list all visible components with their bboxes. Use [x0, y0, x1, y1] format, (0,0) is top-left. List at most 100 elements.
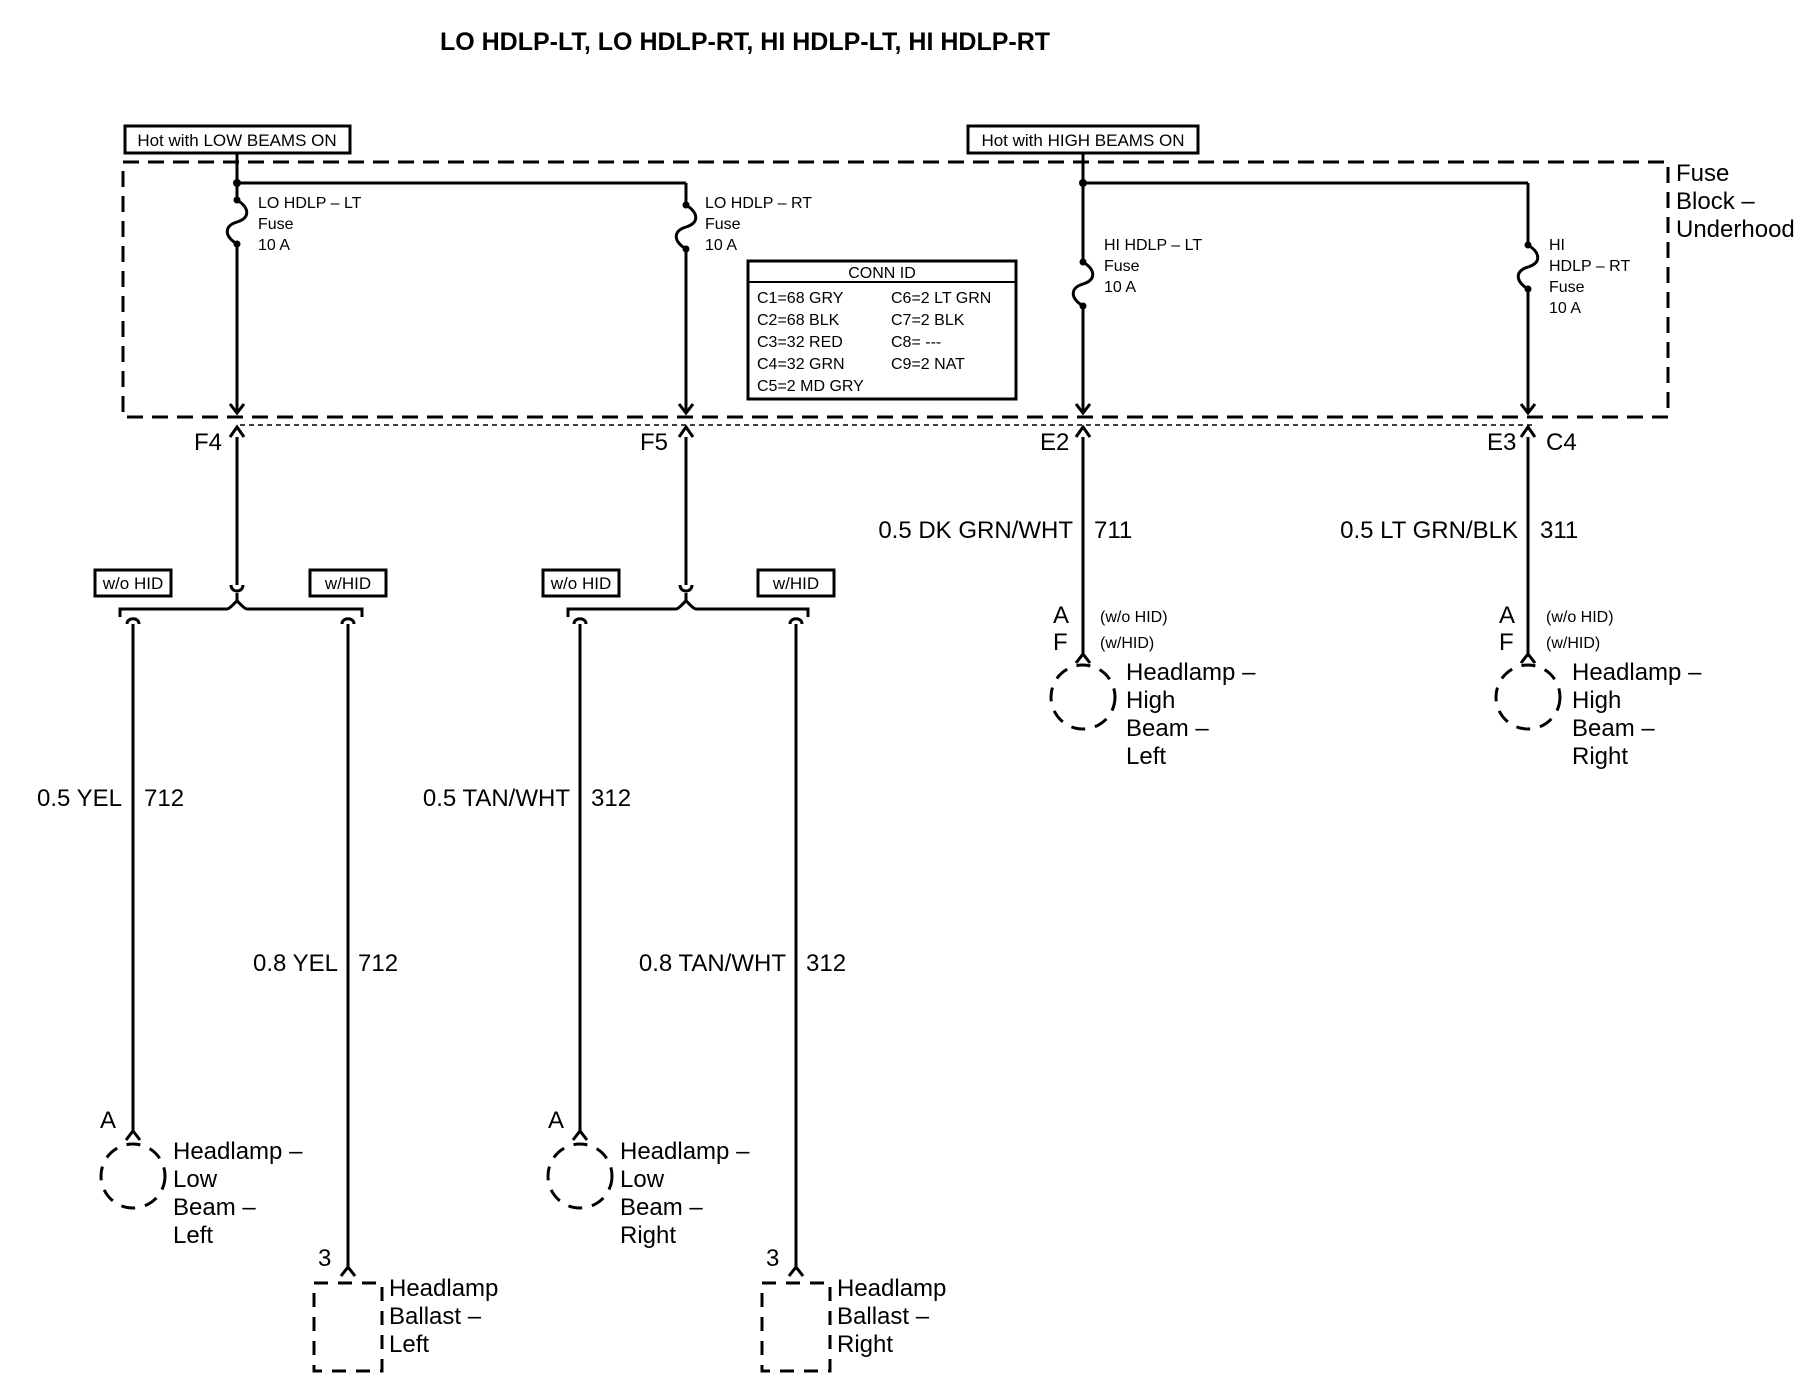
- terminal-e2: E2: [1040, 429, 1069, 456]
- ballast-right-icon: [760, 1281, 832, 1373]
- option-w-hid-hi-right: (w/HID): [1546, 635, 1600, 652]
- fuse-1-label-2: Fuse: [258, 216, 294, 233]
- terminal-connectors: [228, 424, 1537, 438]
- ballast-left-label-3: Left: [389, 1331, 429, 1358]
- fuse-4-label-1: HI: [1549, 237, 1565, 254]
- option-break: [340, 617, 356, 625]
- headlamp-high-right-icon: [1494, 663, 1562, 731]
- fuse-2-label-2: Fuse: [705, 216, 741, 233]
- fuse-2-label-3: 10 A: [705, 237, 737, 254]
- fuse-lo-hdlp-lt: [225, 183, 249, 416]
- fuse-1-label-3: 10 A: [258, 237, 290, 254]
- conn-id-c8: C8= ---: [891, 334, 941, 351]
- option-wo-hid-left: w/o HID: [102, 574, 163, 593]
- fuse-block-label-1: Fuse: [1676, 160, 1729, 187]
- pin-connector: [1074, 651, 1092, 664]
- headlamp-low-left-icon: [99, 1142, 167, 1210]
- ballast-right-label-1: Headlamp: [837, 1275, 946, 1302]
- wire-312-w-circuit: 312: [806, 950, 846, 977]
- wire-312-w-gauge: 0.8 TAN/WHT: [639, 950, 786, 977]
- headlamp-low-left-label-3: Beam –: [173, 1194, 256, 1221]
- wire-712-w-gauge: 0.8 YEL: [253, 950, 338, 977]
- option-break: [678, 584, 694, 593]
- option-w-hid-right: w/HID: [772, 574, 819, 593]
- conn-id-c9: C9=2 NAT: [891, 356, 965, 373]
- conn-id-c3: C3=32 RED: [757, 334, 843, 351]
- headlamp-high-left-label-2: High: [1126, 687, 1175, 714]
- option-w-hid-hi-left: (w/HID): [1100, 635, 1154, 652]
- pin-a-hi-left: A: [1053, 602, 1069, 629]
- option-break: [788, 617, 804, 625]
- ballast-left-icon: [312, 1281, 384, 1373]
- fuse-hi-hdlp-rt: [1516, 241, 1540, 416]
- fuse-hi-hdlp-lt: [1071, 183, 1095, 416]
- headlamp-high-left-icon: [1049, 663, 1117, 731]
- option-w-hid-left-box: [308, 568, 388, 598]
- headlamp-low-left-label-1: Headlamp –: [173, 1138, 303, 1165]
- wire-712-w-circuit: 712: [358, 950, 398, 977]
- terminal-f5: F5: [640, 429, 668, 456]
- option-w-hid-right-box: [756, 568, 836, 598]
- headlamp-high-left-label-3: Beam –: [1126, 715, 1209, 742]
- wire-711-gauge: 0.5 DK GRN/WHT: [878, 517, 1073, 544]
- option-bracket-left: [118, 599, 364, 617]
- wire-311-circuit: 311: [1540, 517, 1578, 544]
- wire-312-wo-circuit: 312: [591, 785, 631, 812]
- wire-312-wo-gauge: 0.5 TAN/WHT: [423, 785, 570, 812]
- headlamp-low-left-label-2: Low: [173, 1166, 218, 1193]
- wire-712-wo-gauge: 0.5 YEL: [37, 785, 122, 812]
- pin-f-hi-right: F: [1499, 629, 1514, 656]
- headlamp-low-right-label-1: Headlamp –: [620, 1138, 750, 1165]
- ballast-right-label-3: Right: [837, 1331, 893, 1358]
- pin-a-lo-left: A: [100, 1107, 116, 1134]
- fuse-1-label-1: LO HDLP – LT: [258, 195, 362, 212]
- pin-3-ballast-right: 3: [766, 1245, 779, 1272]
- headlamp-low-right-icon: [546, 1142, 614, 1210]
- pin-a-hi-right: A: [1499, 602, 1515, 629]
- pin-3-ballast-left: 3: [318, 1245, 331, 1272]
- fuse-block-label-2: Block –: [1676, 188, 1755, 215]
- fuse-lo-hdlp-rt: [674, 201, 698, 416]
- option-w-hid-left: w/HID: [324, 574, 371, 593]
- conn-id-c4: C4=32 GRN: [757, 356, 845, 373]
- fuse-block-label-3: Underhood: [1676, 216, 1795, 243]
- headlamp-high-left-label-4: Left: [1126, 743, 1166, 770]
- headlamp-low-right-label-2: Low: [620, 1166, 665, 1193]
- terminal-e3: E3: [1487, 429, 1516, 456]
- fuse-3-label-3: 10 A: [1104, 279, 1136, 296]
- option-bracket-right: [566, 599, 810, 617]
- fuse-2-label-1: LO HDLP – RT: [705, 195, 812, 212]
- wire-311-gauge: 0.5 LT GRN/BLK: [1340, 517, 1518, 544]
- option-break: [229, 584, 245, 593]
- conn-id-c1: C1=68 GRY: [757, 290, 844, 307]
- headlamp-low-right-label-3: Beam –: [620, 1194, 703, 1221]
- option-wo-hid-hi-right: (w/o HID): [1546, 609, 1614, 626]
- fuse-4-label-2: HDLP – RT: [1549, 258, 1630, 275]
- wire-712-wo-circuit: 712: [144, 785, 184, 812]
- power-label-high: Hot with HIGH BEAMS ON: [981, 131, 1184, 150]
- pin-a-lo-right: A: [548, 1107, 564, 1134]
- headlamp-high-right-label-1: Headlamp –: [1572, 659, 1702, 686]
- ballast-right-label-2: Ballast –: [837, 1303, 930, 1330]
- headlamp-high-right-label-4: Right: [1572, 743, 1628, 770]
- pin-connector: [571, 1128, 589, 1141]
- option-break: [125, 617, 141, 625]
- wire-711-circuit: 711: [1094, 517, 1132, 544]
- pin-connector: [787, 1264, 805, 1277]
- conn-id-c2: C2=68 BLK: [757, 312, 840, 329]
- fuse-4-label-4: 10 A: [1549, 300, 1581, 317]
- fuse-3-label-2: Fuse: [1104, 258, 1140, 275]
- conn-id-c7: C7=2 BLK: [891, 312, 965, 329]
- option-wo-hid-left-box: [93, 568, 173, 598]
- option-wo-hid-right: w/o HID: [550, 574, 611, 593]
- option-wo-hid-hi-left: (w/o HID): [1100, 609, 1168, 626]
- headlamp-low-right-label-4: Right: [620, 1222, 676, 1249]
- option-break: [572, 617, 588, 625]
- terminal-c4: C4: [1546, 429, 1577, 456]
- fuse-4-label-3: Fuse: [1549, 279, 1585, 296]
- conn-id-c5: C5=2 MD GRY: [757, 378, 864, 395]
- pin-connector: [124, 1128, 142, 1141]
- conn-id-c6: C6=2 LT GRN: [891, 290, 991, 307]
